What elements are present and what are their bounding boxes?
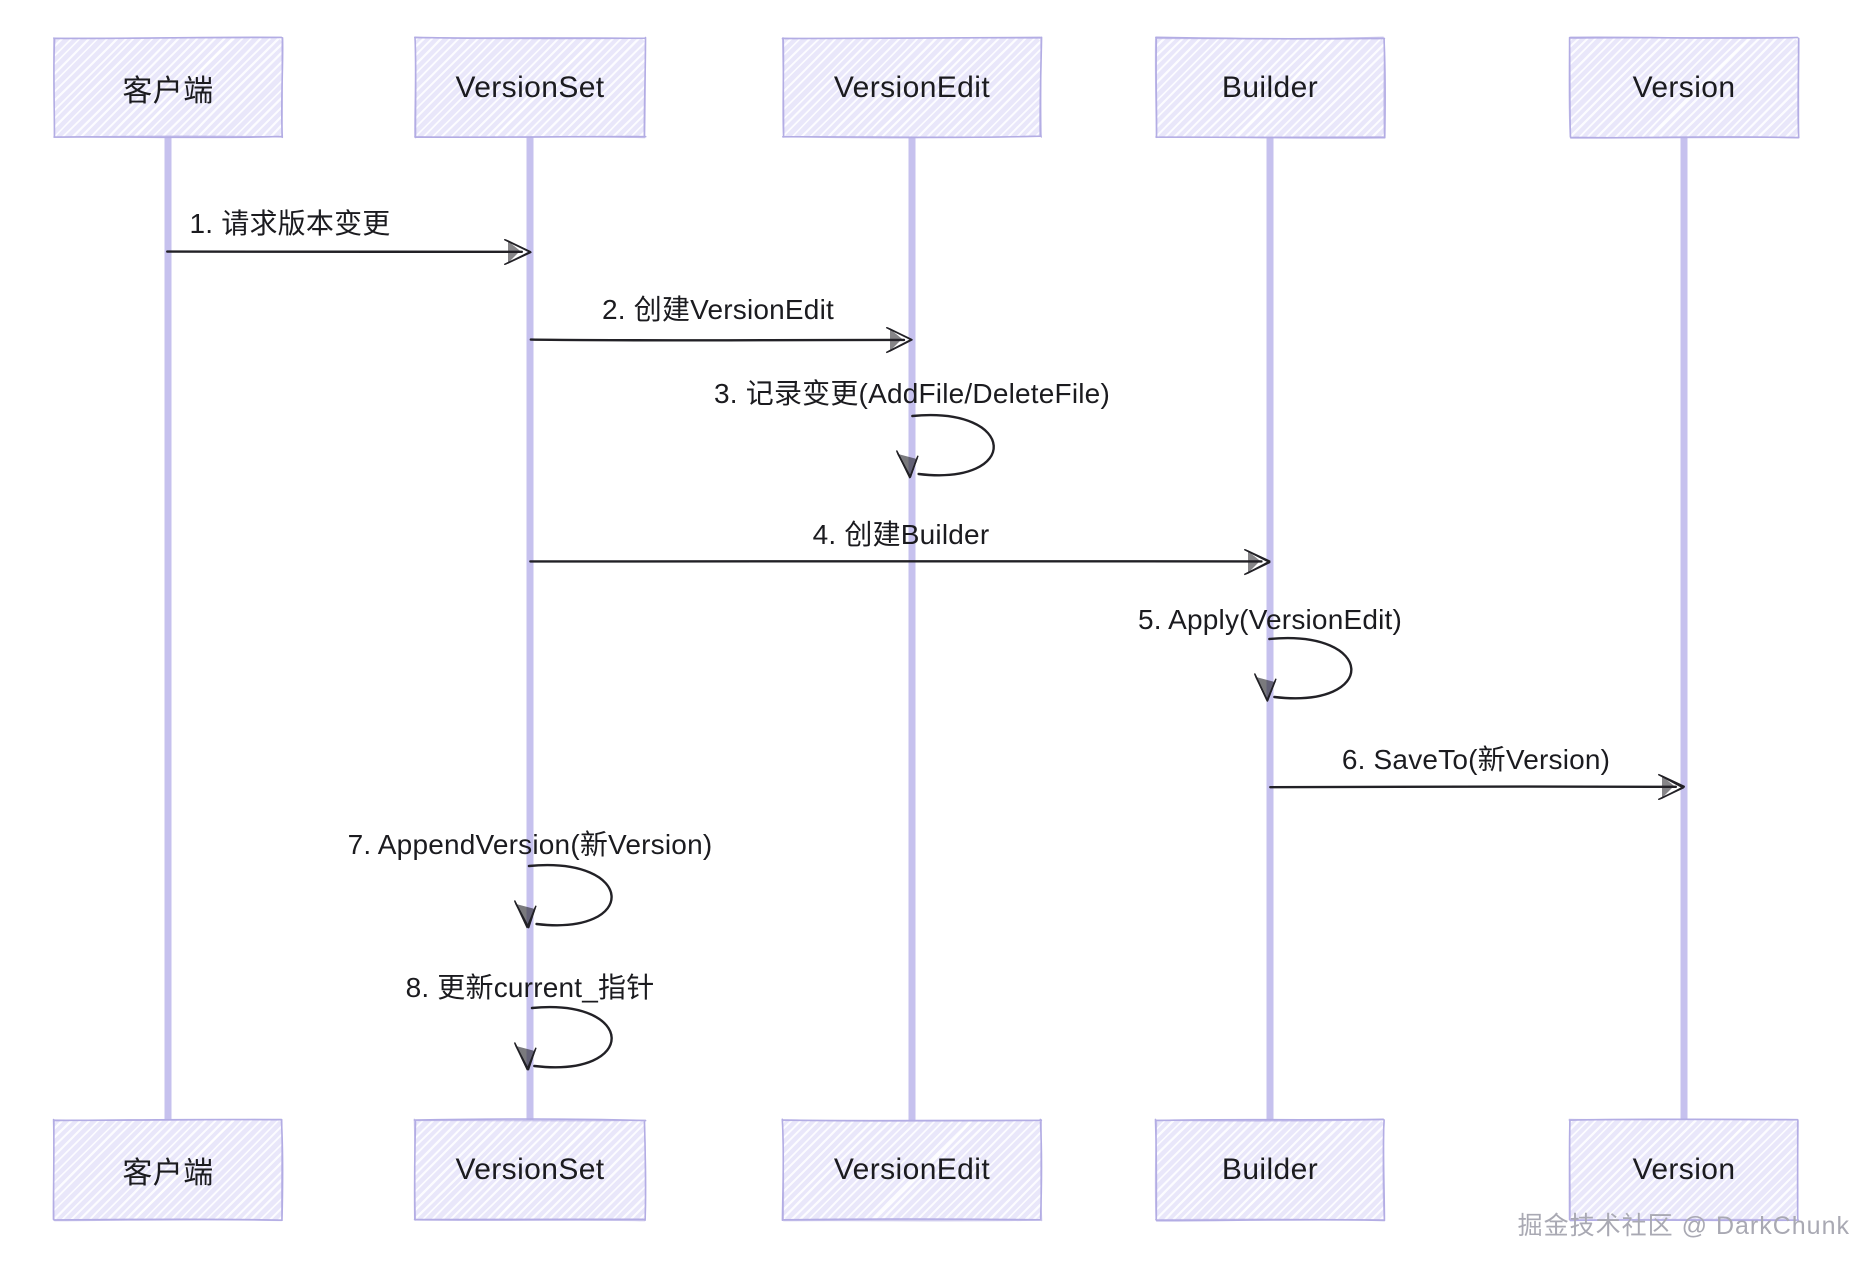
message-1[interactable] (166, 238, 532, 266)
participant-boxes-group (0, 36, 1876, 1222)
message-label-8: 8. 更新current_指针 (405, 972, 655, 1003)
message-label-4: 4. 创建Builder (812, 519, 990, 550)
self-loop-8 (530, 1005, 613, 1069)
pbox-client-bottom-outline (52, 1118, 283, 1222)
participant-label-versionset: VersionSet (455, 1153, 605, 1186)
pbox-versionset-top-hatch (415, 38, 645, 137)
arrowhead-4-fill (1248, 551, 1261, 573)
participant-box-versionedit-top[interactable] (684, 36, 1233, 139)
arrowhead-2-fill (890, 329, 903, 351)
arrowhead-7-fill (516, 904, 534, 928)
participant-label-versionedit: VersionEdit (833, 1153, 991, 1186)
message-6[interactable] (1269, 773, 1685, 801)
lifelines-group (164, 133, 1688, 1124)
arrowhead-6-fill (1662, 776, 1675, 798)
message-2[interactable] (529, 326, 913, 354)
participant-box-versionedit-bottom[interactable] (683, 1118, 1234, 1222)
arrowhead-5-fill (1256, 677, 1274, 701)
message-8[interactable] (514, 1005, 613, 1071)
pbox-version-top-hatch (1570, 38, 1798, 137)
self-loop-3 (911, 413, 995, 477)
participant-box-builder-bottom[interactable] (1056, 1118, 1580, 1222)
arrowhead-1 (504, 238, 532, 266)
pbox-versionedit-top-hatch (783, 38, 1041, 137)
arrowhead-6 (1658, 773, 1684, 801)
participant-label-versionset: VersionSet (455, 70, 605, 104)
message-label-2: 2. 创建VersionEdit (602, 294, 834, 325)
pbox-builder-top-outline (1154, 36, 1385, 139)
arrowhead-4 (1244, 548, 1270, 576)
participant-box-version-top[interactable] (1471, 36, 1876, 139)
participant-box-client-bottom[interactable] (0, 1118, 477, 1222)
arrowhead-1-fill (508, 241, 521, 263)
participant-box-version-bottom[interactable] (1470, 1118, 1876, 1222)
participant-label-version: Version (1632, 1153, 1736, 1186)
participant-box-builder-top[interactable] (1057, 36, 1579, 139)
arrowhead-7 (514, 900, 537, 929)
message-label-1: 1. 请求版本变更 (189, 208, 391, 239)
pbox-versionedit-bottom-hatch (783, 1120, 1041, 1220)
participant-label-client: 客户端 (122, 74, 214, 108)
pbox-client-top-outline (53, 36, 283, 138)
pbox-client-top-hatch (54, 38, 282, 137)
arrowhead-8-fill (516, 1046, 534, 1070)
messages-group (166, 238, 1685, 1071)
pbox-version-top-outline (1568, 36, 1800, 139)
pbox-versionedit-top-outline (782, 37, 1042, 139)
arrow-line-2 (529, 338, 906, 342)
pbox-versionset-top-outline (414, 36, 647, 139)
watermark: 掘金技术社区 @ DarkChunk (1517, 1212, 1850, 1240)
pbox-versionedit-bottom-outline (781, 1118, 1043, 1222)
message-label-5: 5. Apply(VersionEdit) (1137, 604, 1403, 635)
message-3[interactable] (896, 413, 995, 479)
participant-label-builder: Builder (1221, 1153, 1319, 1186)
pbox-version-bottom-hatch (1570, 1120, 1798, 1220)
participant-label-client: 客户端 (122, 1157, 214, 1190)
message-7[interactable] (514, 863, 613, 929)
arrow-line-6 (1269, 785, 1678, 789)
pbox-builder-bottom-outline (1154, 1118, 1386, 1222)
pbox-builder-bottom-outline (1154, 1119, 1385, 1221)
arrowhead-2 (886, 326, 913, 354)
message-4[interactable] (529, 548, 1271, 576)
arrowhead-5 (1254, 673, 1277, 702)
pbox-builder-bottom-hatch (1156, 1120, 1384, 1220)
message-label-6: 6. SaveTo(新Version) (1341, 744, 1611, 775)
participant-label-version: Version (1632, 70, 1736, 104)
participant-box-versionset-top[interactable] (316, 36, 839, 139)
pbox-client-bottom-hatch (54, 1120, 282, 1220)
participant-label-versionedit: VersionEdit (833, 70, 991, 104)
pbox-client-bottom-fill (54, 1120, 282, 1220)
self-loop-7 (527, 863, 613, 927)
participant-label-builder: Builder (1221, 70, 1319, 104)
participant-box-versionset-bottom[interactable] (315, 1118, 838, 1222)
message-5[interactable] (1254, 636, 1353, 702)
participant-box-client-top[interactable] (0, 36, 477, 139)
pbox-version-bottom-outline (1568, 1118, 1799, 1221)
arrowhead-3-fill (898, 454, 916, 478)
pbox-versionset-bottom-hatch (415, 1120, 645, 1220)
message-label-3: 3. 记录变更(AddFile/DeleteFile) (714, 378, 1110, 409)
pbox-versionset-bottom-outline (413, 1118, 647, 1222)
self-loop-5 (1268, 636, 1353, 700)
message-label-7: 7. AppendVersion(新Version) (347, 829, 713, 860)
pbox-builder-top-hatch (1156, 38, 1384, 137)
